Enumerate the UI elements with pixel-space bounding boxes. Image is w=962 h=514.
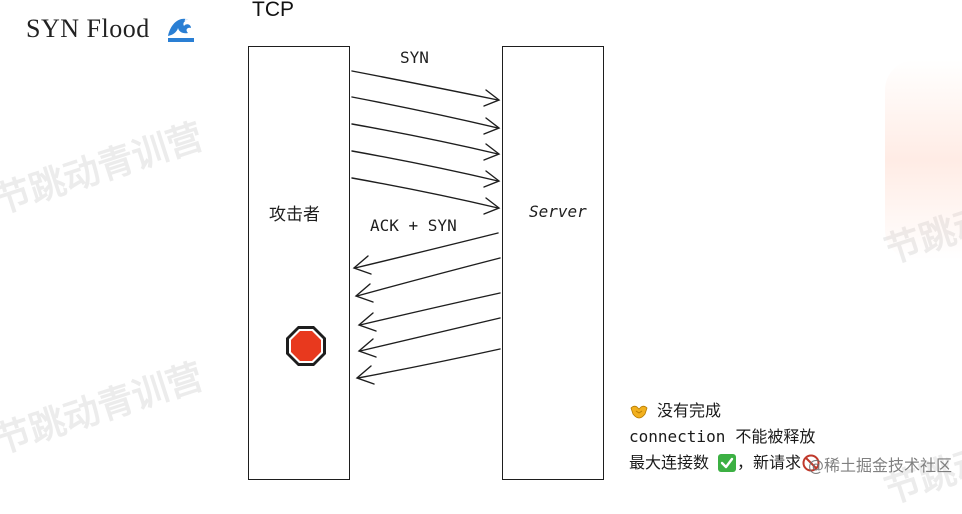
wave-icon xyxy=(166,13,196,43)
syn-arrow xyxy=(351,123,501,161)
syn-arrow xyxy=(351,96,501,135)
attacker-label: 攻击者 xyxy=(269,205,320,225)
ack-syn-arrow xyxy=(352,232,499,275)
check-mark-icon xyxy=(718,454,737,472)
stop-sign-icon xyxy=(286,326,326,366)
server-label: Server xyxy=(529,202,587,221)
note-line: connection 不能被释放 xyxy=(629,424,821,450)
code-term: connection xyxy=(629,427,726,446)
note-line: 没有完成 xyxy=(629,398,821,424)
message-arrows xyxy=(351,70,501,385)
slide-title: SYN Flood xyxy=(26,14,150,43)
ack-syn-label: ACK + SYN xyxy=(370,216,457,235)
prohibited-icon xyxy=(802,454,820,472)
syn-arrow xyxy=(351,70,501,107)
notes-block: 没有完成 connection 不能被释放 最大连接数 ，新请求 xyxy=(629,398,821,476)
ack-syn-arrow xyxy=(357,292,501,332)
note-text: 没有完成 xyxy=(657,401,722,420)
attacker-box xyxy=(248,46,350,480)
section-label: TCP xyxy=(252,0,294,21)
note-text: 最大连接数 xyxy=(629,453,710,472)
ack-syn-arrow xyxy=(354,257,501,303)
handshake-icon xyxy=(630,405,648,419)
decorative-badge xyxy=(885,60,962,260)
note-text: ，新请求 xyxy=(737,453,802,472)
watermark-community: @稀土掘金技术社区 xyxy=(808,456,953,475)
ack-syn-arrow xyxy=(355,348,501,385)
note-line: 最大连接数 ，新请求 xyxy=(629,450,821,476)
ack-syn-arrow xyxy=(357,317,501,358)
note-text: 不能被释放 xyxy=(735,427,816,446)
server-box xyxy=(502,46,604,480)
syn-label: SYN xyxy=(400,48,429,67)
syn-arrow xyxy=(351,150,501,188)
syn-arrow xyxy=(351,177,501,215)
